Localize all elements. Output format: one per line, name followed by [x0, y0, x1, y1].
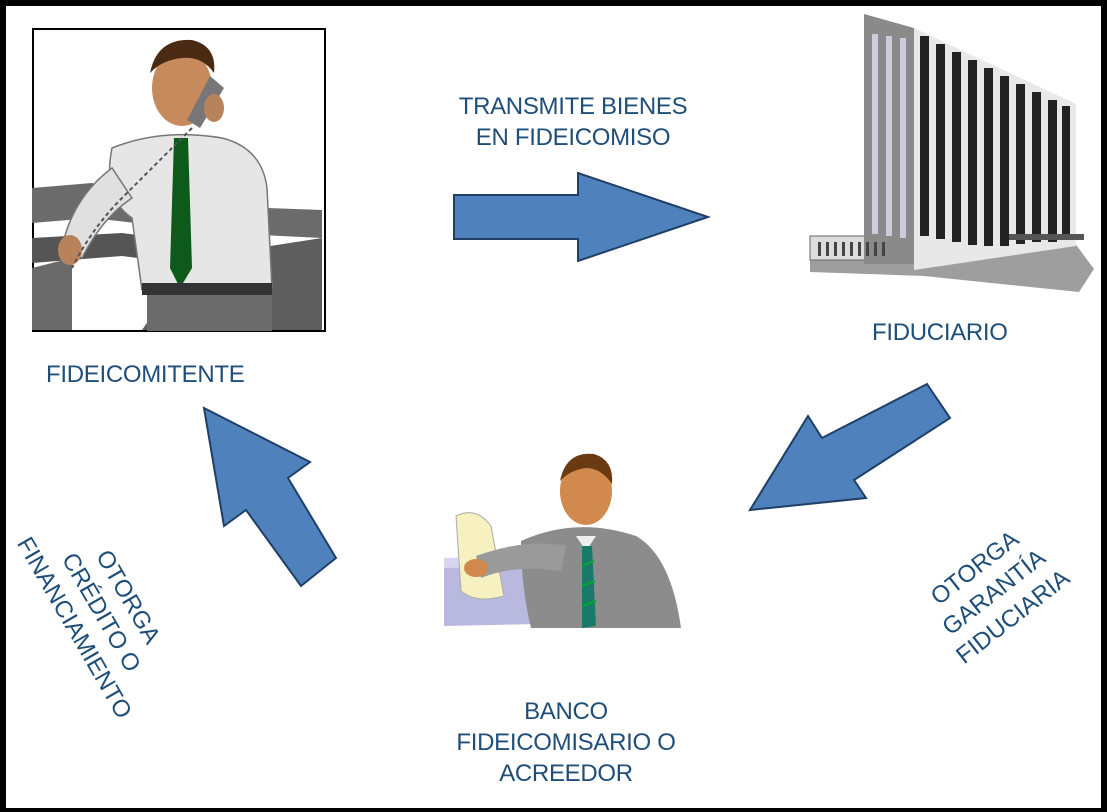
node-label-fiduciario: FIDUCIARIO	[872, 319, 1008, 346]
arrow-credito	[202, 406, 338, 588]
man-on-phone-illustration	[32, 28, 326, 332]
edge-line: TRANSMITE BIENES	[458, 93, 688, 120]
arrow-garantia	[748, 382, 952, 512]
node-label-fideicomitente: FIDEICOMITENTE	[46, 361, 245, 388]
node-line: FIDEICOMISARIO O	[456, 729, 676, 756]
banker-illustration	[444, 453, 681, 628]
node-line: BANCO	[524, 698, 608, 725]
edge-line: EN FIDEICOMISO	[475, 124, 671, 151]
node-line: ACREEDOR	[499, 760, 633, 787]
edge-label-credito: OTORGA CRÉDITO O FINANCIAMIENTO	[6, 477, 206, 749]
bank-building-icon	[809, 14, 1094, 292]
arrow-transmite	[453, 171, 712, 263]
node-label-banco: BANCO FIDEICOMISARIO O ACREEDOR	[446, 696, 686, 789]
edge-line: GARANTÍA	[937, 544, 1051, 641]
edge-label-transmite: TRANSMITE BIENES EN FIDEICOMISO	[418, 91, 728, 153]
